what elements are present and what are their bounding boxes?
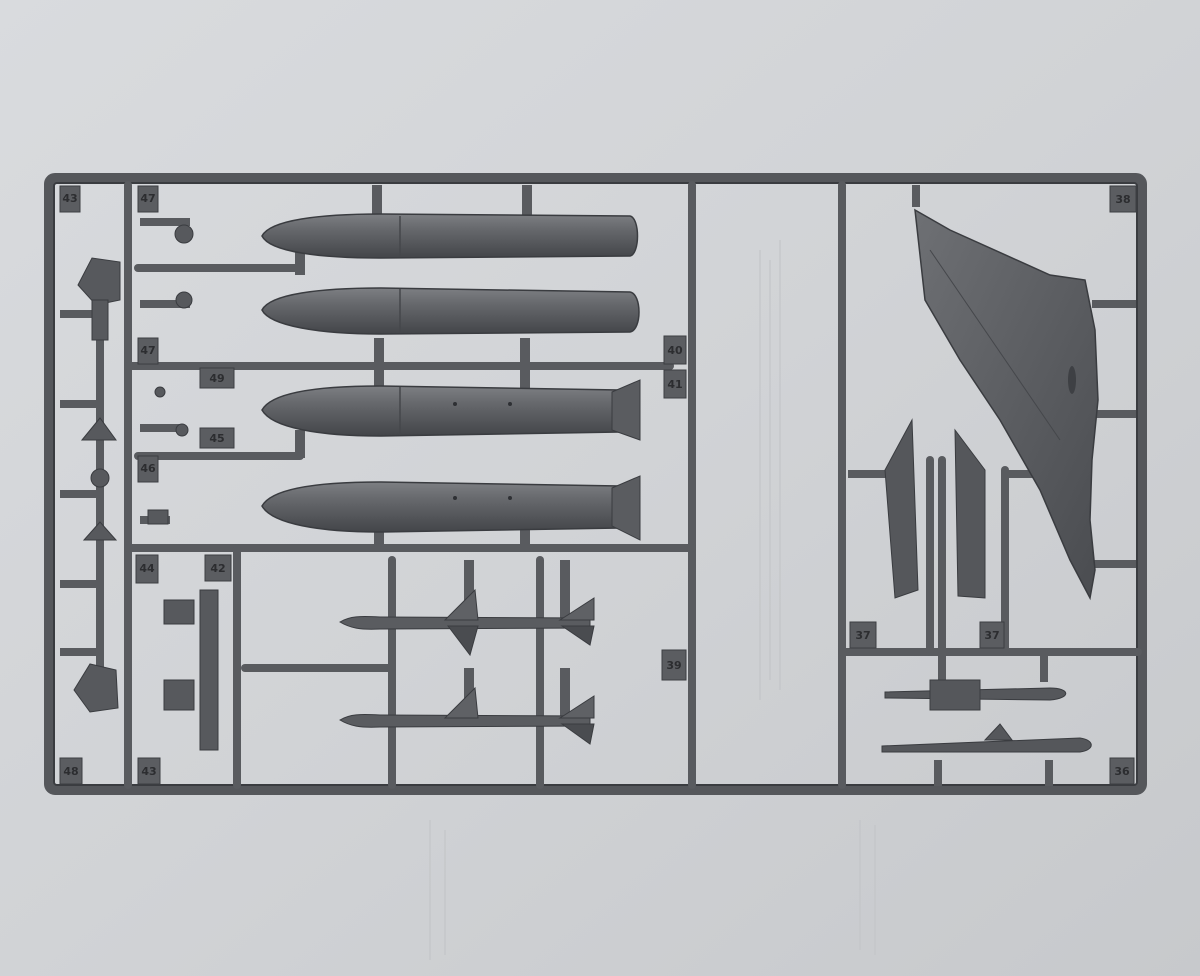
drop-tank-1 (261, 213, 639, 259)
part-number-38: 38 (1115, 193, 1130, 206)
part-number-37-right: 37 (984, 629, 999, 642)
faint-print-texture (429, 240, 876, 960)
part-number-45: 45 (209, 432, 224, 445)
part-number-41: 41 (667, 378, 682, 391)
drop-tank-2 (261, 287, 640, 335)
pylon-parts (881, 418, 1092, 753)
part-number-40: 40 (667, 344, 683, 357)
part-number-43: 43 (62, 192, 77, 205)
part-number-42: 42 (210, 562, 225, 575)
part-number-36: 36 (1114, 765, 1130, 778)
part-number-47-top: 47 (140, 192, 155, 205)
sprue-frame (44, 173, 1147, 795)
drop-tank-3 (261, 379, 641, 441)
drop-tank-4 (261, 475, 641, 541)
missile-1 (339, 588, 595, 657)
missile-2 (339, 686, 595, 745)
part-number-46: 46 (140, 462, 156, 475)
part-number-49: 49 (209, 372, 224, 385)
gate-stubs (60, 185, 1136, 786)
small-bomb-parts (73, 224, 219, 751)
part-number-43-bottom: 43 (141, 765, 156, 778)
part-number-44: 44 (139, 562, 155, 575)
part-number-37-left: 37 (855, 629, 870, 642)
sprue-frame-shade (53, 182, 1138, 786)
wing-part (914, 208, 1099, 601)
part-number-tags (59, 185, 1137, 785)
part-number-39: 39 (666, 659, 681, 672)
part-number-48: 48 (63, 765, 78, 778)
part-number-47-mid: 47 (140, 344, 155, 357)
